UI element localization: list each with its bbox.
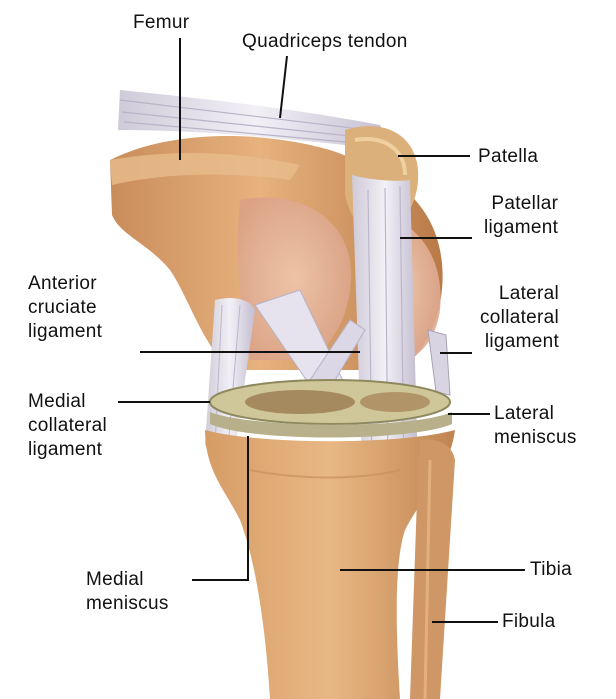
- label-medial-collateral-ligament: Medial collateral ligament: [28, 390, 107, 462]
- label-lateral-collateral-ligament: Lateral collateral ligament: [480, 282, 559, 354]
- label-medial-meniscus: Medial meniscus: [86, 568, 169, 616]
- label-tibia: Tibia: [530, 558, 572, 582]
- label-quadriceps-tendon: Quadriceps tendon: [242, 30, 408, 54]
- menisci: [210, 380, 452, 438]
- leader-quadriceps-tendon: [280, 56, 287, 118]
- label-femur: Femur: [133, 11, 189, 35]
- label-patellar-ligament: Patellar ligament: [484, 192, 558, 240]
- lateral-collateral-ligament-shape: [428, 330, 450, 395]
- label-fibula: Fibula: [502, 610, 556, 634]
- label-anterior-cruciate-ligament: Anterior cruciate ligament: [28, 272, 102, 344]
- label-patella: Patella: [478, 145, 538, 169]
- label-lateral-meniscus: Lateral meniscus: [494, 402, 577, 450]
